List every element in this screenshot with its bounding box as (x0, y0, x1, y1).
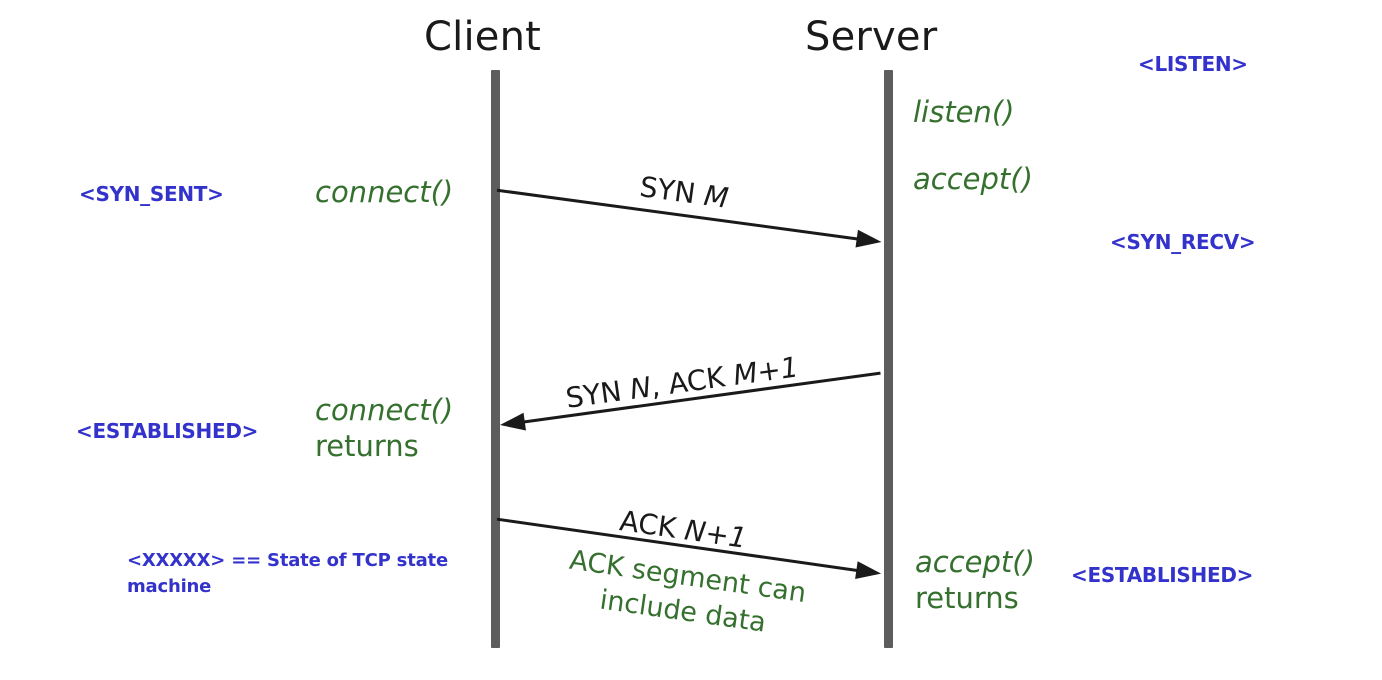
api-call-listen-label: listen() (913, 95, 1015, 129)
message-label-syn-ack: SYN N, ACK M+1 (564, 350, 801, 415)
api-call-connect: connect() (315, 174, 453, 210)
arrowhead-right-icon (855, 229, 883, 251)
api-call-accept-returns-fn: accept() (915, 545, 1035, 579)
legend-line-2: TCP state machine (127, 550, 448, 597)
api-call-accept-label: accept() (913, 162, 1033, 196)
server-lifeline (884, 70, 893, 648)
api-call-accept-returns: accept() returns (915, 544, 1035, 616)
client-lifeline (491, 70, 500, 648)
state-label-established-server: <ESTABLISHED> (1071, 563, 1254, 587)
arrowhead-left-icon (498, 412, 526, 434)
api-call-accept-returns-rv: returns (915, 581, 1019, 615)
message-label-syn: SYN M (638, 170, 731, 215)
api-call-connect-label: connect() (315, 175, 454, 209)
server-title: Server (805, 14, 938, 60)
state-label-syn-sent: <SYN_SENT> (79, 182, 224, 206)
client-title: Client (424, 14, 542, 60)
state-label-listen: <LISTEN> (1138, 52, 1248, 76)
legend: <XXXXX> == State of TCP state machine (127, 548, 457, 600)
api-call-listen: listen() (913, 94, 1014, 130)
message-label-ack-prefix: ACK (617, 504, 688, 547)
api-call-connect-returns: connect() returns (315, 392, 453, 464)
legend-line-1: <XXXXX> == State of (127, 550, 347, 571)
arrowhead-right-icon (855, 561, 883, 583)
state-label-established-client: <ESTABLISHED> (76, 419, 259, 443)
state-label-syn-recv: <SYN_RECV> (1110, 230, 1256, 254)
api-call-connect-returns-fn: connect() (315, 393, 454, 427)
message-label-syn-prefix: SYN (637, 170, 707, 212)
note-ack-segment-data: ACK segment can include data (517, 536, 854, 652)
api-call-connect-returns-rv: returns (315, 429, 419, 463)
api-call-accept: accept() (913, 161, 1033, 197)
message-label-ack-seq: N+1 (682, 513, 749, 555)
message-label-syn-seq: M (701, 178, 731, 215)
message-label-ack: ACK N+1 (618, 504, 749, 555)
message-label-synack-middle: , ACK (648, 359, 736, 404)
